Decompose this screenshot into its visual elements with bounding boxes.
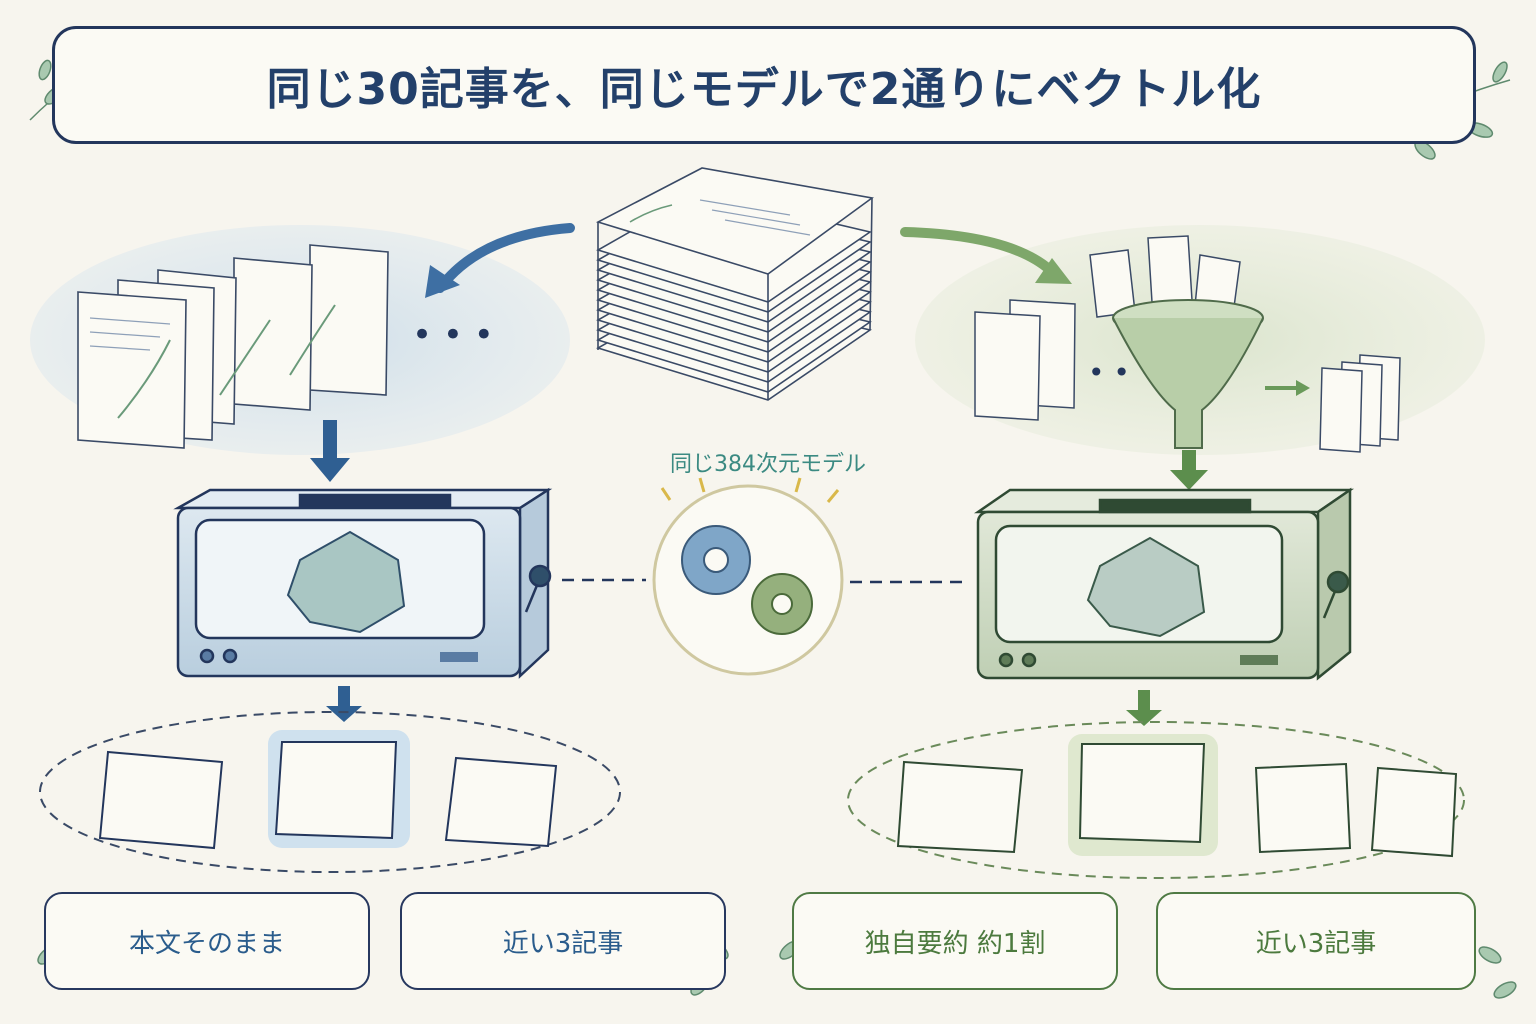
gear-icon xyxy=(681,525,813,635)
down-arrow-out-right xyxy=(1126,690,1162,726)
left-document-row xyxy=(77,244,389,449)
model-circle xyxy=(652,484,844,676)
right-result-cluster xyxy=(847,721,1465,879)
right-document-area xyxy=(974,235,1401,453)
arrow-head-left xyxy=(425,265,460,298)
left-result-cluster xyxy=(39,711,621,873)
arrow-to-left xyxy=(435,223,575,293)
title-banner: 同じ30記事を、同じモデルで2通りにベクトル化 xyxy=(52,26,1476,144)
arrow-head-right xyxy=(1035,258,1072,284)
left-vectorizer-machine xyxy=(173,487,553,679)
right-result-cards xyxy=(896,734,1458,858)
spark-lines xyxy=(660,477,840,503)
ellipsis-left: • • • xyxy=(412,315,494,355)
page-title: 同じ30記事を、同じモデルで2通りにベクトル化 xyxy=(266,64,1262,115)
down-arrow-left xyxy=(310,420,350,482)
document-stack-icon xyxy=(595,167,874,401)
arrow-to-right xyxy=(900,227,1055,275)
right-vectorizer-machine xyxy=(973,487,1355,681)
label-left-1: 本文そのまま xyxy=(44,892,370,990)
label-left-2: 近い3記事 xyxy=(400,892,726,990)
label-right-1: 独自要約 約1割 xyxy=(792,892,1118,990)
label-right-2: 近い3記事 xyxy=(1156,892,1476,990)
funnel-icon xyxy=(1112,299,1264,449)
down-arrow-out-left xyxy=(326,686,362,722)
model-label: 同じ384次元モデル xyxy=(670,452,866,477)
down-arrow-right xyxy=(1170,450,1208,490)
left-result-cards xyxy=(98,730,558,850)
